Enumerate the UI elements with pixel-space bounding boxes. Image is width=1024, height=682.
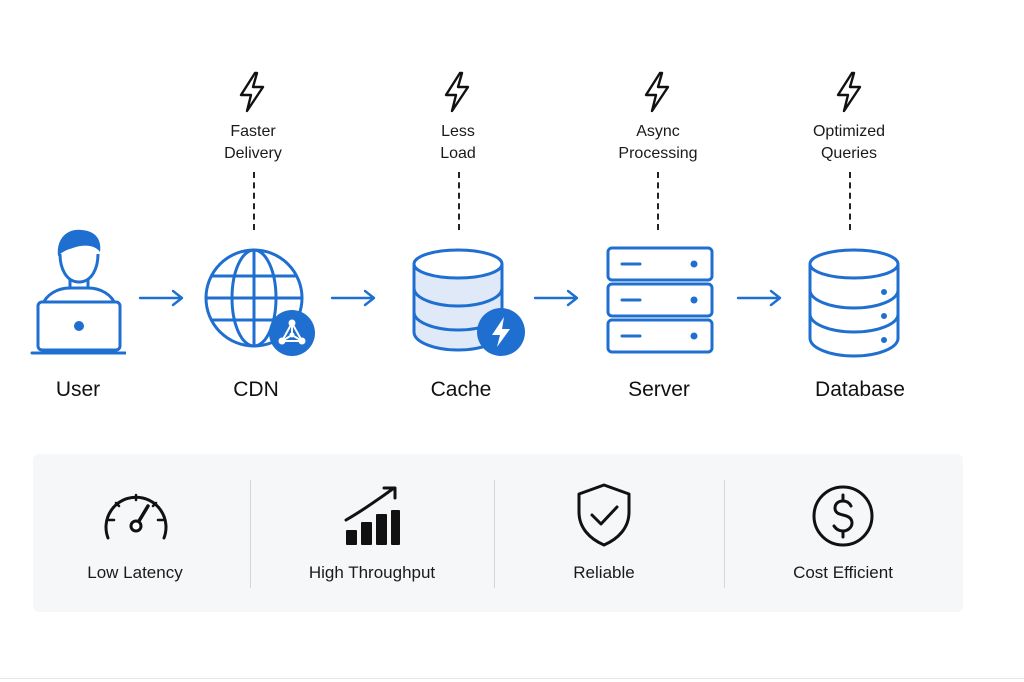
lightning-icon bbox=[444, 71, 470, 113]
database-icon bbox=[808, 248, 900, 358]
node-label-database: Database bbox=[815, 378, 905, 401]
benefit-line2: Processing bbox=[618, 145, 698, 162]
network-icon bbox=[269, 310, 315, 356]
benefit-less-load: Less Load bbox=[388, 121, 528, 165]
dashed-connector bbox=[458, 172, 460, 230]
globe-icon bbox=[204, 248, 304, 348]
node-label-server: Server bbox=[628, 378, 690, 401]
feature-label-cost-efficient: Cost Efficient bbox=[793, 563, 893, 582]
dashed-connector bbox=[849, 172, 851, 230]
benefit-faster-delivery: Faster Delivery bbox=[183, 121, 323, 165]
node-label-cache: Cache bbox=[430, 378, 492, 401]
dollar-coin-icon bbox=[812, 485, 874, 547]
node-label-user: User bbox=[55, 378, 101, 401]
growth-chart-icon bbox=[344, 486, 400, 545]
arrow-right-icon bbox=[138, 289, 184, 307]
feature-label-low-latency: Low Latency bbox=[87, 563, 183, 582]
node-label-cdn: CDN bbox=[233, 378, 279, 401]
benefit-line1: Optimized bbox=[812, 123, 886, 140]
lightning-icon bbox=[644, 71, 670, 113]
lightning-icon bbox=[836, 71, 862, 113]
benefit-line1: Faster bbox=[230, 123, 276, 140]
shield-check-icon bbox=[577, 483, 631, 547]
benefit-line2: Queries bbox=[820, 145, 878, 162]
benefit-optimized-queries: Optimized Queries bbox=[779, 121, 919, 165]
benefit-line1: Less bbox=[441, 123, 475, 140]
lightning-icon bbox=[239, 71, 265, 113]
divider bbox=[494, 480, 495, 588]
arrow-right-icon bbox=[533, 289, 579, 307]
benefit-async-processing: Async Processing bbox=[588, 121, 728, 165]
server-rack-icon bbox=[606, 246, 714, 354]
benefit-line1: Async bbox=[636, 123, 680, 140]
divider bbox=[724, 480, 725, 588]
arrow-right-icon bbox=[330, 289, 376, 307]
user-laptop-icon bbox=[30, 229, 126, 355]
lightning-icon bbox=[477, 308, 525, 356]
arrow-right-icon bbox=[736, 289, 782, 307]
dashed-connector bbox=[657, 172, 659, 230]
benefit-line2: Delivery bbox=[224, 145, 282, 162]
feature-label-reliable: Reliable bbox=[573, 563, 635, 582]
dashed-connector bbox=[253, 172, 255, 230]
divider bbox=[0, 678, 1024, 679]
feature-label-high-throughput: High Throughput bbox=[308, 563, 436, 582]
speedometer-icon bbox=[104, 493, 168, 540]
features-panel bbox=[33, 454, 963, 612]
divider bbox=[250, 480, 251, 588]
benefit-line2: Load bbox=[440, 145, 476, 162]
